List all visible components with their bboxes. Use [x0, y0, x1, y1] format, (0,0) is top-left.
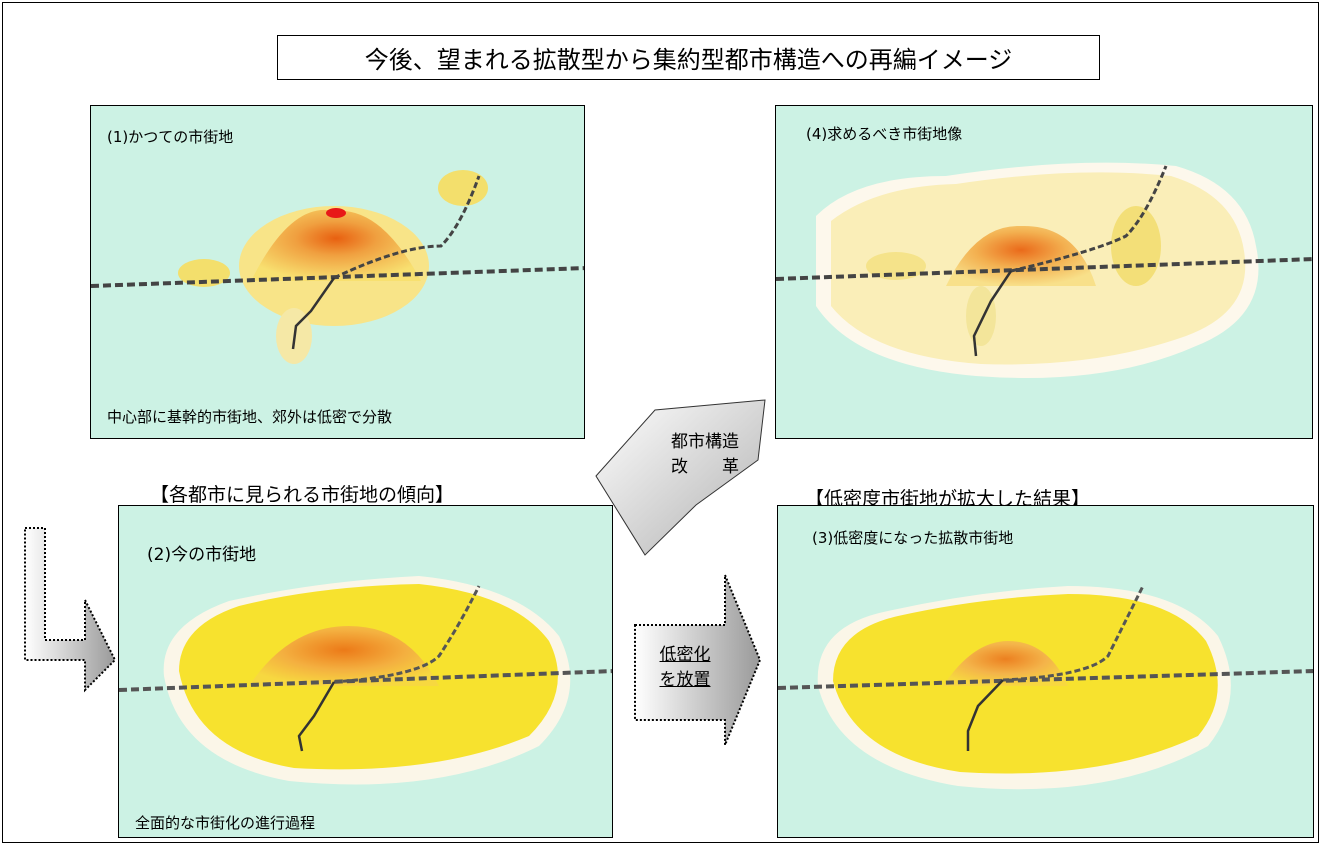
reform-line1: 都市構造 [671, 432, 739, 452]
road-line [966, 679, 1004, 751]
panel1-label: (1)かつての市街地 [107, 128, 234, 146]
diagram-title: 今後、望まれる拡散型から集約型都市構造への再編イメージ [277, 35, 1100, 80]
panel2-label: (2)今の市街地 [147, 545, 257, 565]
panel4-label: (4)求めるべき市街地像 [806, 125, 963, 143]
panel-desired-urban-image: (4)求めるべき市街地像 [775, 105, 1313, 439]
reform-line2: 改 革 [671, 457, 739, 477]
railway-line [776, 257, 1312, 281]
road-line [972, 270, 1013, 357]
neglect-arrow [634, 574, 762, 746]
satellite-area [966, 286, 996, 346]
central-cone [251, 209, 421, 281]
railway-branch [333, 585, 481, 684]
panel1-caption: 中心部に基幹的市街地、郊外は低密で分散 [107, 408, 393, 426]
panel2-map [119, 576, 612, 785]
panel3-map [778, 585, 1313, 790]
central-cone [943, 641, 1068, 686]
satellite-area [438, 170, 488, 206]
railway-branch [333, 175, 481, 280]
panel1-map [91, 170, 584, 364]
railway-branch [1010, 165, 1168, 273]
panel3-label: (3)低密度になった拡散市街地 [812, 529, 1014, 547]
panel-former-urban-area: (1)かつての市街地 中心部に基幹的市街地、郊外は低密で分散 [90, 105, 585, 439]
central-cone [249, 626, 439, 686]
road-line [297, 681, 336, 752]
reform-arrow-label: 都市構造 改 革 [645, 430, 765, 480]
panel-dispersed-low-density-area: (3)低密度になった拡散市街地 [777, 505, 1314, 838]
diagram-title-text: 今後、望まれる拡散型から集約型都市構造への再編イメージ [364, 46, 1013, 74]
railway-line [778, 669, 1313, 690]
neglect-line1: 低密化 [659, 645, 711, 665]
transition-l-arrow [24, 527, 117, 693]
road-line [291, 277, 336, 350]
panel-current-urban-area: (2)今の市街地 全面的な市街化の進行過程 [118, 505, 613, 838]
neglect-arrow-label: 低密化 を放置 [650, 643, 720, 693]
railway-branch [1002, 585, 1145, 682]
heading-common-trend: 【各都市に見られる市街地の傾向】 [150, 484, 455, 506]
peak-marker [326, 208, 346, 218]
panel4-map [776, 162, 1312, 378]
neglect-line2: を放置 [659, 670, 711, 690]
heading-low-density-result: 【低密度市街地が拡大した結果】 [805, 488, 1091, 510]
railway-line [119, 669, 612, 692]
panel2-caption: 全面的な市街化の進行過程 [135, 814, 316, 832]
reform-arrow [595, 399, 766, 556]
